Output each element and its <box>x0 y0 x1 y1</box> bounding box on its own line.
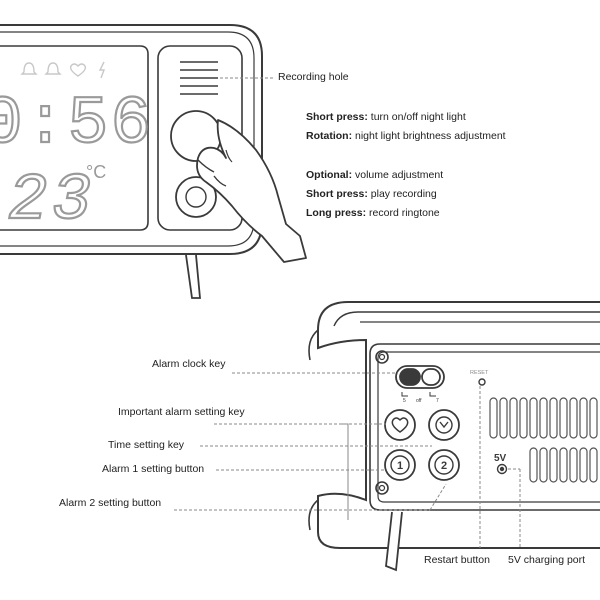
play-record-button <box>175 176 217 218</box>
front-device <box>0 24 263 299</box>
knob-desc-1: Short press: turn on/off night light <box>306 111 466 123</box>
heart-icon <box>69 63 87 77</box>
knob-desc-2-value: night light brightness adjustment <box>355 130 506 142</box>
label-alarm-1-setting-button: Alarm 1 setting button <box>102 463 205 475</box>
switch-mark-7: 7 <box>436 398 439 404</box>
switch-mark-off: off <box>416 398 422 404</box>
front-body-outline <box>0 24 263 255</box>
status-icons <box>20 61 106 79</box>
knob-desc-4-value: play recording <box>370 188 437 200</box>
alarm-2-button <box>428 449 460 481</box>
bell-icon <box>20 62 38 75</box>
label-important-alarm-setting-key: Important alarm setting key <box>118 406 245 418</box>
knob-desc-1-key: Short press: <box>306 111 368 123</box>
knob-desc-3-value: volume adjustment <box>355 169 444 181</box>
reset-mark: RESET <box>470 370 489 376</box>
back-body-outline <box>317 301 600 549</box>
button-1-mark: 1 <box>397 460 403 472</box>
knob-desc-4: Short press: play recording <box>306 188 437 200</box>
reset-and-port <box>478 378 508 475</box>
vent-slots-top <box>489 397 598 439</box>
knob-desc-2: Rotation: night light brightness adjustm… <box>306 130 506 142</box>
time-setting-button <box>428 409 460 441</box>
back-device <box>308 301 600 572</box>
display-temperature-unit: °C <box>86 162 106 182</box>
important-alarm-button <box>384 409 416 441</box>
back-leg <box>385 511 403 572</box>
hand-illustration <box>196 119 307 263</box>
button-2-mark: 2 <box>441 460 447 472</box>
bell-icon-alt <box>44 62 62 75</box>
knob-desc-3-key: Optional: <box>306 169 353 181</box>
label-alarm-2-setting-button: Alarm 2 setting button <box>59 497 162 509</box>
knob-desc-1-value: turn on/off night light <box>370 111 466 123</box>
label-alarm-clock-key: Alarm clock key <box>152 358 226 370</box>
leader-lines <box>174 77 521 548</box>
reset-hole <box>478 378 486 386</box>
vent-slots-bottom <box>529 447 598 483</box>
port-mark: 5V <box>494 453 507 464</box>
switch-mark-5: 5 <box>403 398 406 404</box>
knob-desc-5-value: record ringtone <box>369 207 440 219</box>
knob-desc-2-key: Rotation: <box>306 130 353 142</box>
label-time-setting-key: Time setting key <box>108 439 185 451</box>
back-panel-frame <box>369 343 600 511</box>
display-window <box>0 45 149 231</box>
display-time: 0:56 <box>0 86 153 163</box>
label-restart-button: Restart button <box>424 554 490 566</box>
knob-desc-3: Optional: volume adjustment <box>306 169 443 181</box>
charging-port <box>496 463 508 475</box>
screw-bottom <box>375 481 389 495</box>
display-temperature: 23 <box>8 163 95 238</box>
knob-desc-5: Long press: record ringtone <box>306 207 440 219</box>
label-recording-hole: Recording hole <box>278 71 349 83</box>
front-leg <box>185 254 201 299</box>
screw-top <box>375 350 389 364</box>
knob-desc-4-key: Short press: <box>306 188 368 200</box>
back-buttons <box>384 409 460 481</box>
bolt-icon <box>98 61 106 79</box>
alarm-clock-switch <box>395 365 445 397</box>
knob-desc-5-key: Long press: <box>306 207 367 219</box>
alarm-1-button <box>384 449 416 481</box>
label-5v-charging-port: 5V charging port <box>508 554 586 566</box>
front-body-inner <box>0 31 255 247</box>
